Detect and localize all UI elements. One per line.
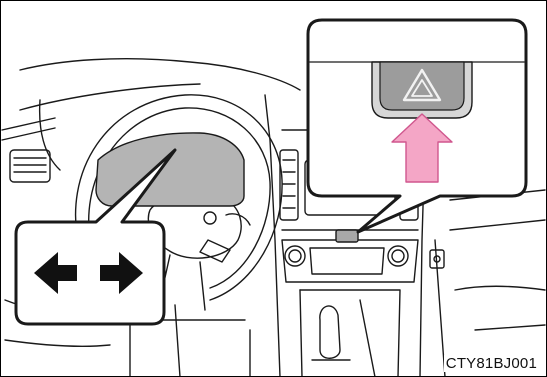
figure-code: CTY81BJ001 <box>444 355 539 372</box>
